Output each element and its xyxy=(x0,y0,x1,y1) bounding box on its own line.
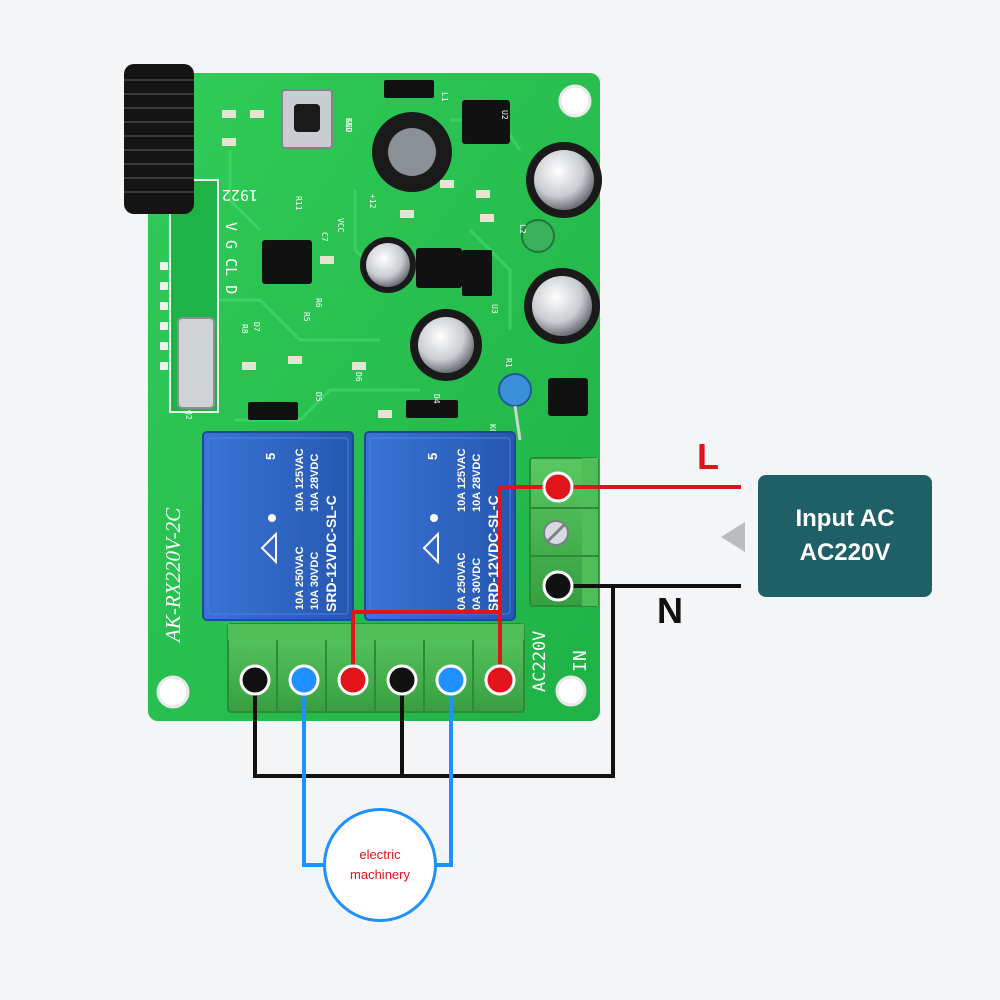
smd-components xyxy=(222,110,494,418)
diode xyxy=(406,400,458,418)
mounting-hole xyxy=(558,84,592,118)
silkscreen-mark: R11 xyxy=(294,196,303,211)
crystal xyxy=(177,317,215,409)
chip-code-label: 1922 xyxy=(222,186,258,204)
capacitor xyxy=(526,142,602,218)
silkscreen-mark: D6 xyxy=(354,372,363,382)
relay-2-num: 5 xyxy=(425,453,440,460)
inductor xyxy=(372,112,452,192)
board-model-label: AK-RX220V-2C xyxy=(161,507,185,644)
terminal-dot-motor xyxy=(435,664,467,696)
silkscreen-mark: L1 xyxy=(440,92,449,102)
relay-2: 0A 250VAC 0A 30VDC SRD-12VDC-SL-C 10A 12… xyxy=(364,431,516,621)
silkscreen-mark: Q2 xyxy=(184,410,193,420)
relay-1-spec-5: 10A 28VDC xyxy=(309,454,321,512)
neutral-label: N xyxy=(657,590,683,631)
silkscreen-mark: R6 xyxy=(314,298,323,308)
relay-1-spec-3: SRD-12VDC-SL-C xyxy=(323,495,339,612)
input-dot-neutral xyxy=(542,570,574,602)
ic-chip xyxy=(548,378,588,416)
silkscreen-mark: +12 xyxy=(368,194,377,209)
silkscreen-mark: D7 xyxy=(252,322,261,332)
silkscreen-mark: C7 xyxy=(320,232,329,242)
silkscreen-mark: U3 xyxy=(490,304,499,314)
relay-1-num: 5 xyxy=(263,453,278,460)
silkscreen-mark: D4 xyxy=(432,394,441,404)
output-terminal-block xyxy=(227,623,525,713)
relay-1-spec-2: 10A 30VDC xyxy=(309,552,321,610)
diode xyxy=(462,250,492,296)
mounting-hole xyxy=(555,675,587,707)
input-ac-title: Input AC xyxy=(795,505,895,532)
terminal-dot-live xyxy=(484,664,516,696)
ic-chip xyxy=(262,240,312,284)
silkscreen-mark: D5 xyxy=(314,392,323,402)
input-dot-live xyxy=(542,471,574,503)
antenna-coil xyxy=(124,64,194,214)
relay-2-spec-3: SRD-12VDC-SL-C xyxy=(485,495,501,612)
relay-2-spec-1: 0A 250VAC xyxy=(456,552,468,610)
in-label: IN xyxy=(570,650,591,672)
relay-2-spec-2: 0A 30VDC xyxy=(471,558,483,610)
relay-1: 10A 250VAC 10A 30VDC SRD-12VDC-SL-C 10A … xyxy=(202,431,354,621)
green-component xyxy=(521,219,555,253)
arrow-left-icon xyxy=(721,522,745,552)
silkscreen-mark: L2 xyxy=(518,224,527,234)
relay-1-spec-4: 10A 125VAC xyxy=(294,448,306,512)
diode xyxy=(384,80,434,98)
silkscreen-mark: R8 xyxy=(240,324,249,334)
terminal-dot-live xyxy=(337,664,369,696)
relay-2-spec-4: 10A 125VAC xyxy=(456,448,468,512)
diode xyxy=(248,402,298,420)
capacitor xyxy=(524,268,600,344)
silkscreen-mark: KC2 xyxy=(344,118,353,133)
motor-label-line-2: machinery xyxy=(350,867,410,882)
blue-varistor xyxy=(498,373,532,441)
ac220v-board-label: AC220V xyxy=(530,631,550,692)
silkscreen-mark: U2 xyxy=(500,110,509,120)
capacitor xyxy=(410,309,482,381)
silkscreen-mark: R1 xyxy=(504,358,513,368)
relay-1-spec-1: 10A 250VAC xyxy=(294,546,306,610)
ic-chip xyxy=(416,248,462,288)
capacitor xyxy=(360,237,416,293)
electric-machinery-load: electric machinery xyxy=(323,808,437,922)
ic-chip xyxy=(462,100,510,144)
terminal-dot-motor xyxy=(288,664,320,696)
silkscreen-mark: GND xyxy=(344,118,353,133)
mounting-hole xyxy=(156,675,190,709)
terminal-dot-neutral xyxy=(386,664,418,696)
header-pins xyxy=(160,262,168,370)
input-ac-voltage: AC220V xyxy=(799,539,891,566)
terminal-dot-neutral xyxy=(239,664,271,696)
silkscreen-mark: VCC xyxy=(336,218,345,233)
motor-label-line-1: electric xyxy=(359,847,401,862)
relay-2-spec-5: 10A 28VDC xyxy=(471,454,483,512)
input-ac-box: Input AC AC220V xyxy=(758,475,932,597)
pin-labels: V G CL D xyxy=(222,222,240,294)
learn-button xyxy=(281,89,333,149)
silkscreen-mark: R5 xyxy=(302,312,311,322)
live-label: L xyxy=(697,436,719,477)
